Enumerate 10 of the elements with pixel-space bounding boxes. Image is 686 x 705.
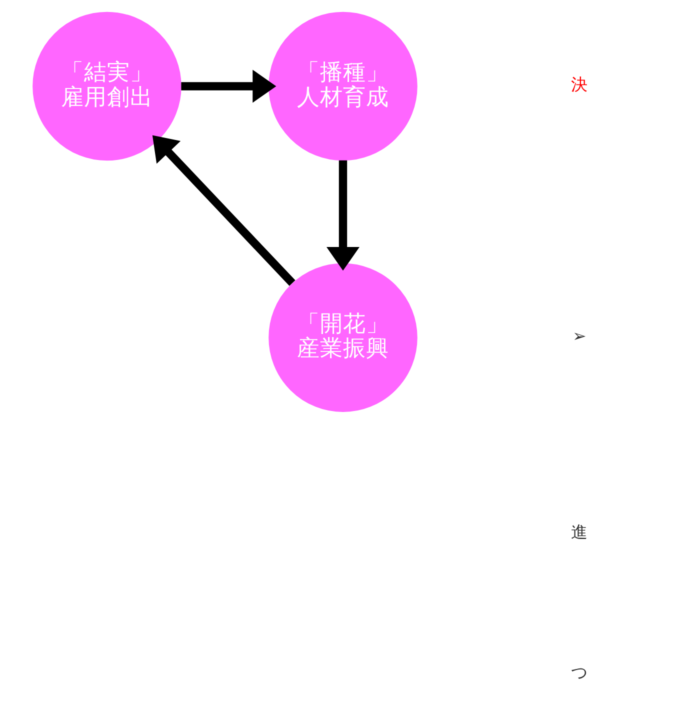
label: ➢	[572, 326, 586, 346]
node-circle: 「開花」 産業振興	[268, 263, 418, 412]
node-circle: 「播種」 人材育成	[268, 12, 418, 161]
node-circle: 「結実」 雇用創出	[32, 12, 182, 161]
label: 進	[571, 522, 588, 542]
arrow	[181, 70, 276, 103]
label: 決	[571, 75, 588, 94]
label: つ	[571, 663, 588, 682]
arrow	[326, 160, 360, 271]
arrow	[152, 135, 296, 286]
